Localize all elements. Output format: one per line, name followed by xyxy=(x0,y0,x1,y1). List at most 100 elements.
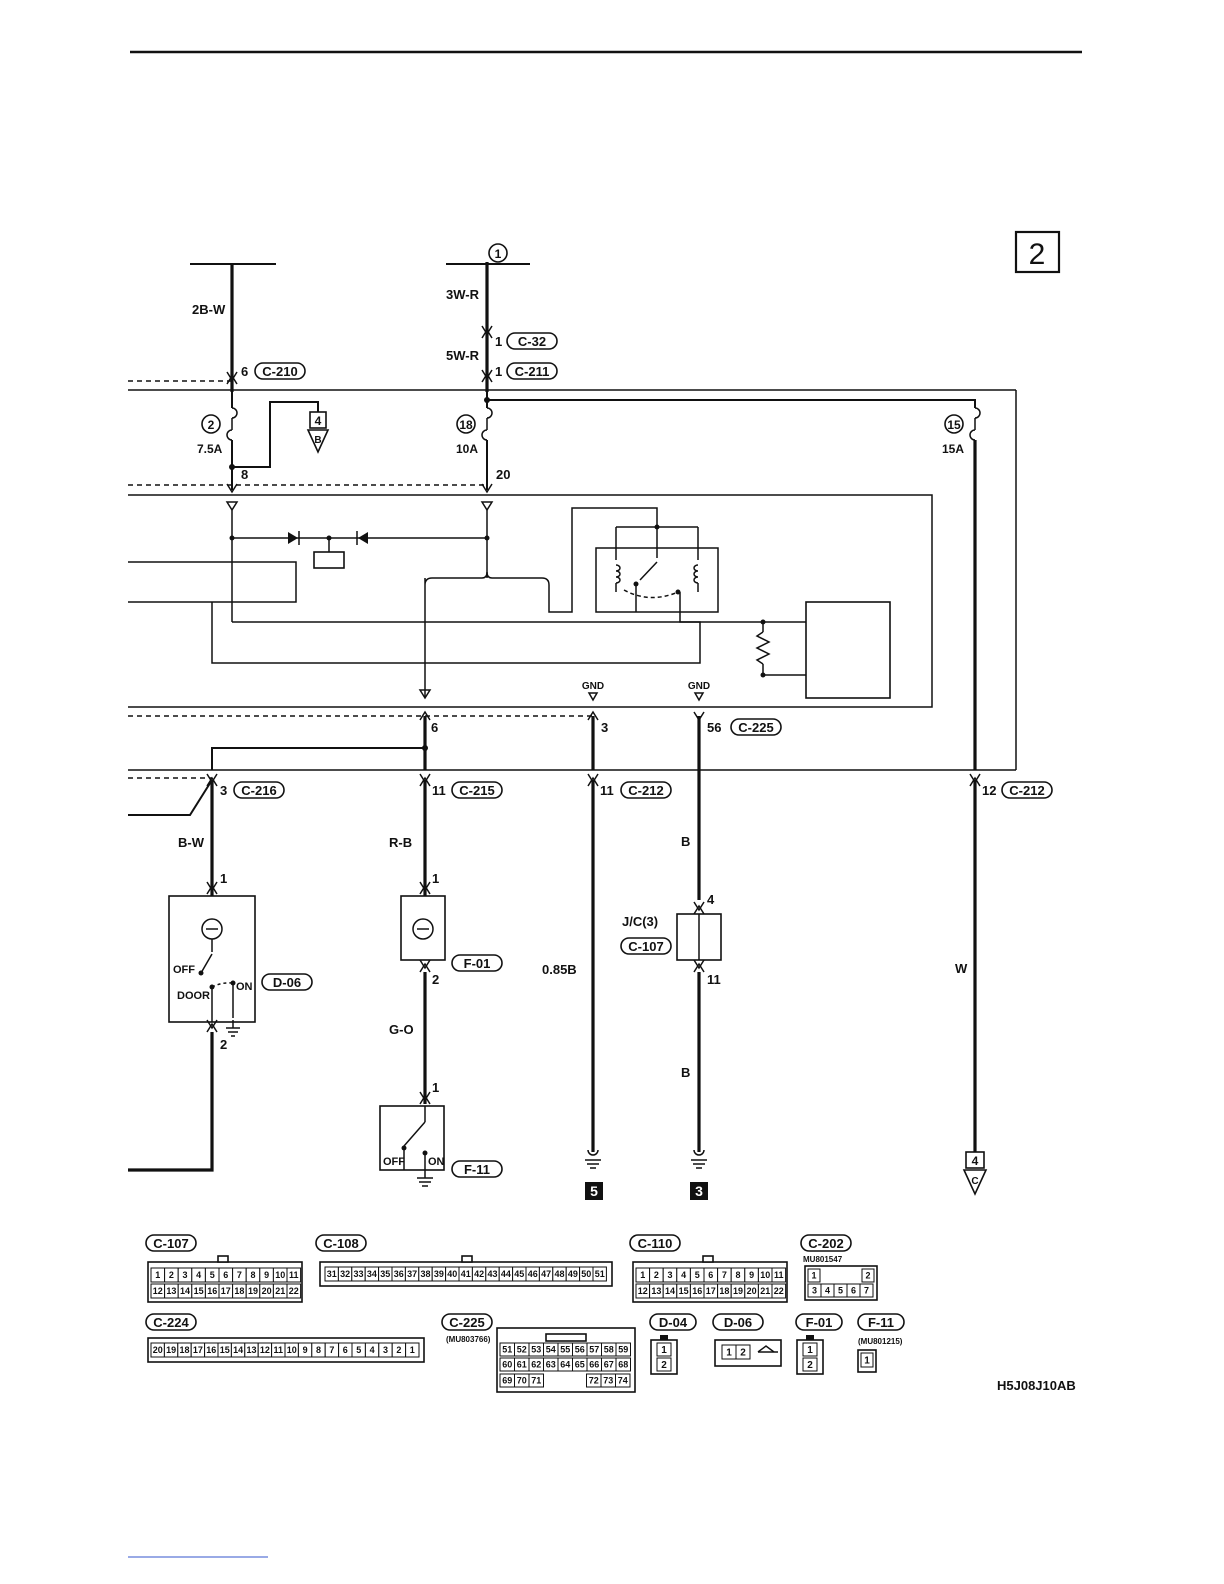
fuse-2: 2 7.5A 8 xyxy=(197,392,248,490)
ground-ref-3 xyxy=(690,1182,708,1200)
legend-c225-label: C-225 xyxy=(449,1315,484,1330)
pin-cell: 7 xyxy=(237,1270,242,1280)
svg-text:DOOR: DOOR xyxy=(177,990,210,1002)
pin-cell: 3 xyxy=(383,1345,388,1355)
wire-label-w: W xyxy=(955,961,968,976)
ref-tag-4b: 4 B xyxy=(306,411,330,454)
svg-text:C-212: C-212 xyxy=(1009,783,1044,798)
pin-cell: 19 xyxy=(248,1286,258,1296)
pin-cell: 35 xyxy=(380,1269,390,1279)
wire-label-5w-r: 5W-R xyxy=(446,348,480,363)
pin-cell: 22 xyxy=(774,1286,784,1296)
internal-module xyxy=(128,561,297,603)
legend-d06-label: D-06 xyxy=(724,1315,752,1330)
pin-cell: 3 xyxy=(182,1270,187,1280)
pin-cell: 13 xyxy=(246,1345,256,1355)
svg-text:4: 4 xyxy=(707,892,715,907)
pin-cell: 41 xyxy=(461,1269,471,1279)
pin-cell: 2 xyxy=(654,1270,659,1280)
pin-cell: 8 xyxy=(316,1345,321,1355)
diagram-code: H5J08J10AB xyxy=(997,1378,1076,1393)
connector-f01 xyxy=(451,954,503,972)
pin-cell: 3 xyxy=(812,1286,817,1296)
pin-cell: 63 xyxy=(546,1360,556,1370)
pin-cell: 17 xyxy=(706,1286,716,1296)
svg-text:C-216: C-216 xyxy=(241,783,276,798)
pin-cell: 64 xyxy=(560,1360,570,1370)
pin-cell: 4 xyxy=(681,1270,686,1280)
pin-cell: 17 xyxy=(193,1345,203,1355)
pin-cell: 20 xyxy=(747,1286,757,1296)
pin-cell: 1 xyxy=(864,1356,870,1367)
connector-c107 xyxy=(620,937,672,955)
pin-cell: 4 xyxy=(370,1345,375,1355)
pin-cell: 8 xyxy=(250,1270,255,1280)
pin-cell: 5 xyxy=(356,1345,361,1355)
svg-text:1: 1 xyxy=(495,334,502,349)
pin-cell: 51 xyxy=(595,1269,605,1279)
svg-text:C-32: C-32 xyxy=(518,334,546,349)
pin-cell: 15 xyxy=(194,1286,204,1296)
bus-to-fuse-15 xyxy=(487,399,976,408)
connector-f11 xyxy=(451,1160,503,1178)
switch-f11: OFF ON xyxy=(379,1105,445,1178)
pin-cell: 38 xyxy=(420,1269,430,1279)
svg-text:1: 1 xyxy=(432,871,439,886)
svg-text:B: B xyxy=(314,435,321,446)
legend-c108-label: C-108 xyxy=(323,1236,358,1251)
pin-cell: 45 xyxy=(514,1269,524,1279)
svg-text:D-06: D-06 xyxy=(273,975,301,990)
pin-cell: 65 xyxy=(575,1360,585,1370)
svg-text:10A: 10A xyxy=(456,442,478,456)
pin-cell: 20 xyxy=(153,1345,163,1355)
svg-text:6: 6 xyxy=(241,364,248,379)
pin-cell: 36 xyxy=(394,1269,404,1279)
svg-text:1: 1 xyxy=(220,871,227,886)
pin-cell: 69 xyxy=(502,1376,512,1386)
pin-cell: 19 xyxy=(166,1345,176,1355)
page-number-box: 2 xyxy=(1014,230,1061,274)
svg-text:18: 18 xyxy=(459,418,473,432)
ecu-box xyxy=(128,494,933,708)
pin-cell: 4 xyxy=(196,1270,201,1280)
pin-cell: 54 xyxy=(546,1345,556,1355)
svg-text:4: 4 xyxy=(315,414,322,428)
wire-label-b-w: B-W xyxy=(178,835,205,850)
pin-cell: 11 xyxy=(289,1270,299,1280)
connector-c212-a xyxy=(620,781,672,799)
connector-c32 xyxy=(506,332,558,350)
legend-f11-part: (MU801215) xyxy=(858,1337,903,1346)
svg-text:12: 12 xyxy=(982,783,996,798)
pin-cell: 12 xyxy=(260,1345,270,1355)
pin-cell: 6 xyxy=(708,1270,713,1280)
pin-cell: 31 xyxy=(327,1269,337,1279)
pin-cell: 13 xyxy=(651,1286,661,1296)
pin-cell: 52 xyxy=(517,1345,527,1355)
pin-cell: 34 xyxy=(367,1269,377,1279)
pin-cell: 9 xyxy=(264,1270,269,1280)
pin-cell: 2 xyxy=(396,1345,401,1355)
pin-cell: 2 xyxy=(865,1271,870,1281)
pin-cell: 56 xyxy=(575,1345,585,1355)
legend-c202-part: MU801547 xyxy=(803,1255,843,1264)
pin-cell: 7 xyxy=(329,1345,334,1355)
pin-cell: 4 xyxy=(825,1286,830,1296)
pin-cell: 14 xyxy=(180,1286,190,1296)
pin-cell: 73 xyxy=(603,1376,613,1386)
svg-text:6: 6 xyxy=(431,720,438,735)
svg-text:11: 11 xyxy=(432,783,446,798)
pin-cell: 2 xyxy=(807,1360,813,1371)
internal-block xyxy=(313,551,345,569)
svg-text:4: 4 xyxy=(972,1154,979,1168)
pin-cell: 1 xyxy=(155,1270,160,1280)
pin-cell: 48 xyxy=(554,1269,564,1279)
pin-cell: 53 xyxy=(531,1345,541,1355)
svg-text:ON: ON xyxy=(236,981,253,993)
fuse-18: 18 10A 20 xyxy=(456,392,510,490)
wire-label-b-upper: B xyxy=(681,834,690,849)
legend-d04-label: D-04 xyxy=(659,1315,688,1330)
pin-cell: 72 xyxy=(589,1376,599,1386)
gnd-label-1: GND xyxy=(582,681,604,692)
pin-cell: 21 xyxy=(760,1286,770,1296)
pin-cell: 37 xyxy=(407,1269,417,1279)
